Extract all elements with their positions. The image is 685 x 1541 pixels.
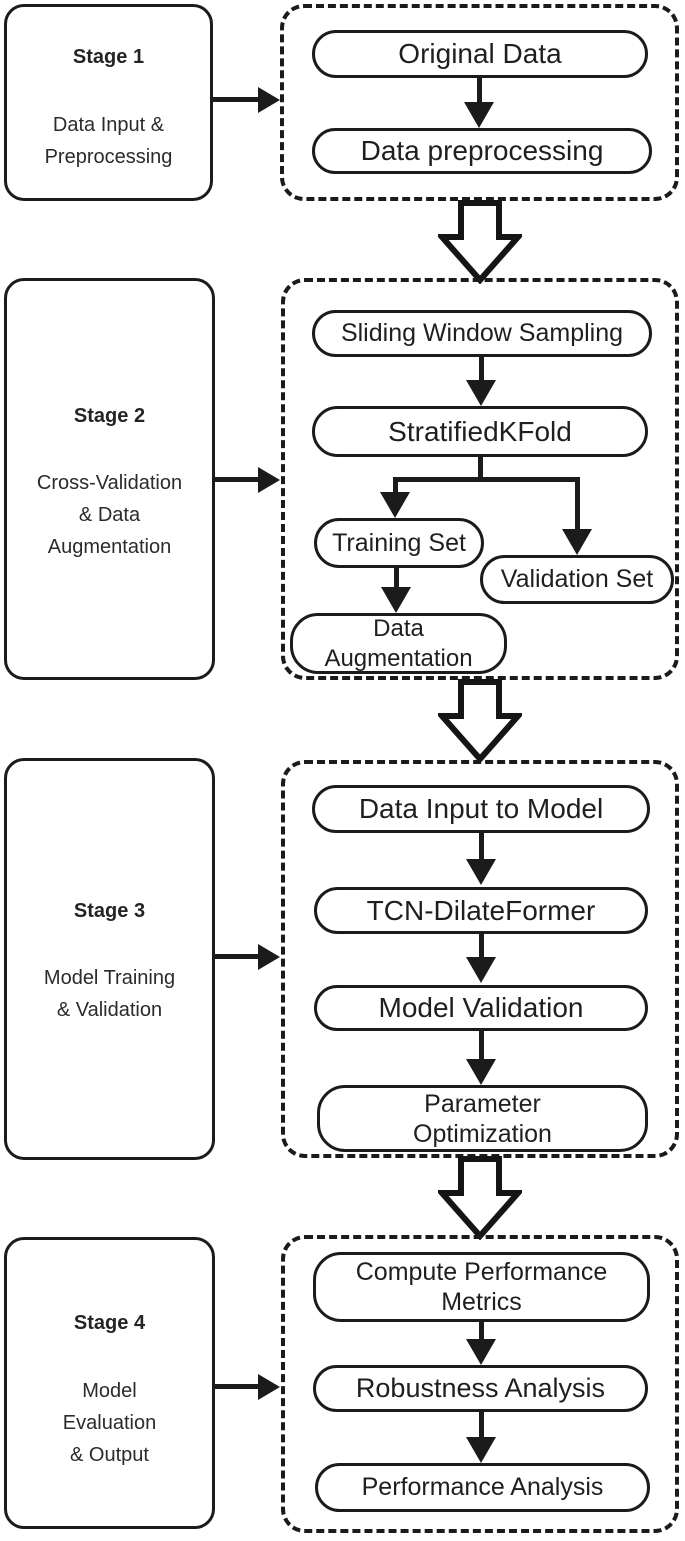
stage1-connector-arrowhead-icon [258,87,280,113]
node-data-input-to-model-label: Data Input to Model [358,793,604,824]
stage4-subtitle-line: Model [82,1380,137,1402]
branch-left-arrowhead-icon [380,492,410,518]
node-data-input-to-model: Data Input to Model [312,785,650,833]
node-sliding-window-sampling-label: Sliding Window Sampling [340,319,624,347]
node-original-data-label: Original Data [398,38,562,69]
stage3-subtitle: Model Training & Validation [7,962,212,1026]
arrow-validation-paramopt-head-icon [466,1059,496,1085]
arrow-sliding-kfold-head-icon [466,380,496,406]
stage2-title: Stage 2 [73,405,146,427]
stage3-label-box: Stage 3 Model Training & Validation [4,758,215,1160]
node-tcn-dilateformer: TCN-DilateFormer [314,887,648,934]
node-parameter-optimization: Parameter Optimization [317,1085,648,1152]
node-tcn-dilateformer-label: TCN-DilateFormer [366,894,596,926]
arrow-training-augmentation-line [394,566,399,589]
stage2-subtitle-line: & Data [78,504,141,526]
branch-bar-line [393,477,580,482]
node-model-validation-label: Model Validation [378,992,584,1023]
stage3-connector-arrowhead-icon [258,944,280,970]
branch-left-line [393,477,398,494]
stage2-subtitle-line: Cross-Validation [36,472,183,494]
stage1-to-stage2-block-arrow-icon [438,200,522,284]
node-stratifiedkfold: StratifiedKFold [312,406,648,457]
arrow-metrics-robustness-line [479,1321,484,1341]
arrow-originaldata-preprocessing-line [477,77,482,105]
branch-right-line [575,477,580,531]
stage4-subtitle-line: Evaluation [62,1412,157,1434]
node-parameter-optimization-label-line1: Parameter [424,1089,541,1118]
stage1-panel [280,4,679,201]
arrow-tcn-validation-line [479,933,484,960]
arrow-originaldata-preprocessing-head-icon [464,102,494,128]
node-training-set: Training Set [314,518,484,568]
stage4-label-box: Stage 4 Model Evaluation & Output [4,1237,215,1529]
stage1-subtitle: Data Input & Preprocessing [7,109,210,173]
stage4-subtitle: Model Evaluation & Output [7,1375,212,1471]
node-robustness-analysis: Robustness Analysis [313,1365,648,1412]
stage4-connector-line [215,1384,259,1389]
stage2-to-stage3-block-arrow-icon [438,679,522,763]
node-compute-performance-metrics-label-line2: Metrics [441,1288,522,1316]
arrow-robustness-performance-head-icon [466,1437,496,1463]
node-validation-set: Validation Set [480,555,674,604]
node-original-data: Original Data [312,30,648,78]
node-performance-analysis-label: Performance Analysis [361,1473,604,1501]
stage1-title: Stage 1 [72,46,145,68]
stage3-connector-line [215,954,259,959]
arrow-sliding-kfold-line [479,356,484,383]
arrow-input-tcn-line [479,832,484,862]
stage2-connector-arrowhead-icon [258,467,280,493]
node-training-set-label: Training Set [332,528,466,557]
stage4-title: Stage 4 [73,1312,146,1334]
branch-right-arrowhead-icon [562,529,592,555]
node-stratifiedkfold-label: StratifiedKFold [388,415,572,447]
stage2-connector-line [215,477,259,482]
node-parameter-optimization-label-line2: Optimization [413,1119,552,1148]
node-data-augmentation-label-line2: Augmentation [324,644,473,672]
stage1-subtitle-line: Preprocessing [44,146,173,168]
stage4-subtitle-line: & Output [70,1444,149,1466]
node-compute-performance-metrics-label-line1: Compute Performance [355,1258,608,1286]
stage1-label-box: Stage 1 Data Input & Preprocessing [4,4,213,201]
branch-stem-line [478,457,483,480]
stage3-to-stage4-block-arrow-icon [438,1156,522,1240]
stage2-panel [281,278,679,680]
node-compute-performance-metrics: Compute Performance Metrics [313,1252,650,1322]
node-data-augmentation-label-line1: Data [373,614,424,642]
stage3-title: Stage 3 [73,900,146,922]
arrow-robustness-performance-line [479,1411,484,1439]
node-sliding-window-sampling: Sliding Window Sampling [312,310,652,357]
stage2-subtitle-line: Augmentation [47,536,172,558]
stage2-label-box: Stage 2 Cross-Validation & Data Augmenta… [4,278,215,680]
stage1-connector-line [212,97,259,102]
node-data-preprocessing: Data preprocessing [312,128,652,174]
stage2-subtitle: Cross-Validation & Data Augmentation [7,467,212,563]
node-performance-analysis: Performance Analysis [315,1463,650,1512]
stage3-subtitle-line: Model Training [43,967,176,989]
stage3-subtitle-line: & Validation [56,999,163,1021]
arrow-metrics-robustness-head-icon [466,1339,496,1365]
stage4-connector-arrowhead-icon [258,1374,280,1400]
arrow-tcn-validation-head-icon [466,957,496,983]
stage1-subtitle-line: Data Input & [52,114,165,136]
node-model-validation: Model Validation [314,985,648,1031]
arrow-validation-paramopt-line [479,1030,484,1062]
arrow-input-tcn-head-icon [466,859,496,885]
node-validation-set-label: Validation Set [500,565,654,593]
node-robustness-analysis-label: Robustness Analysis [355,1373,606,1403]
arrow-training-augmentation-head-icon [381,587,411,613]
stage4-panel [281,1235,679,1533]
node-data-preprocessing-label: Data preprocessing [360,135,604,166]
node-data-augmentation: Data Augmentation [290,613,507,674]
